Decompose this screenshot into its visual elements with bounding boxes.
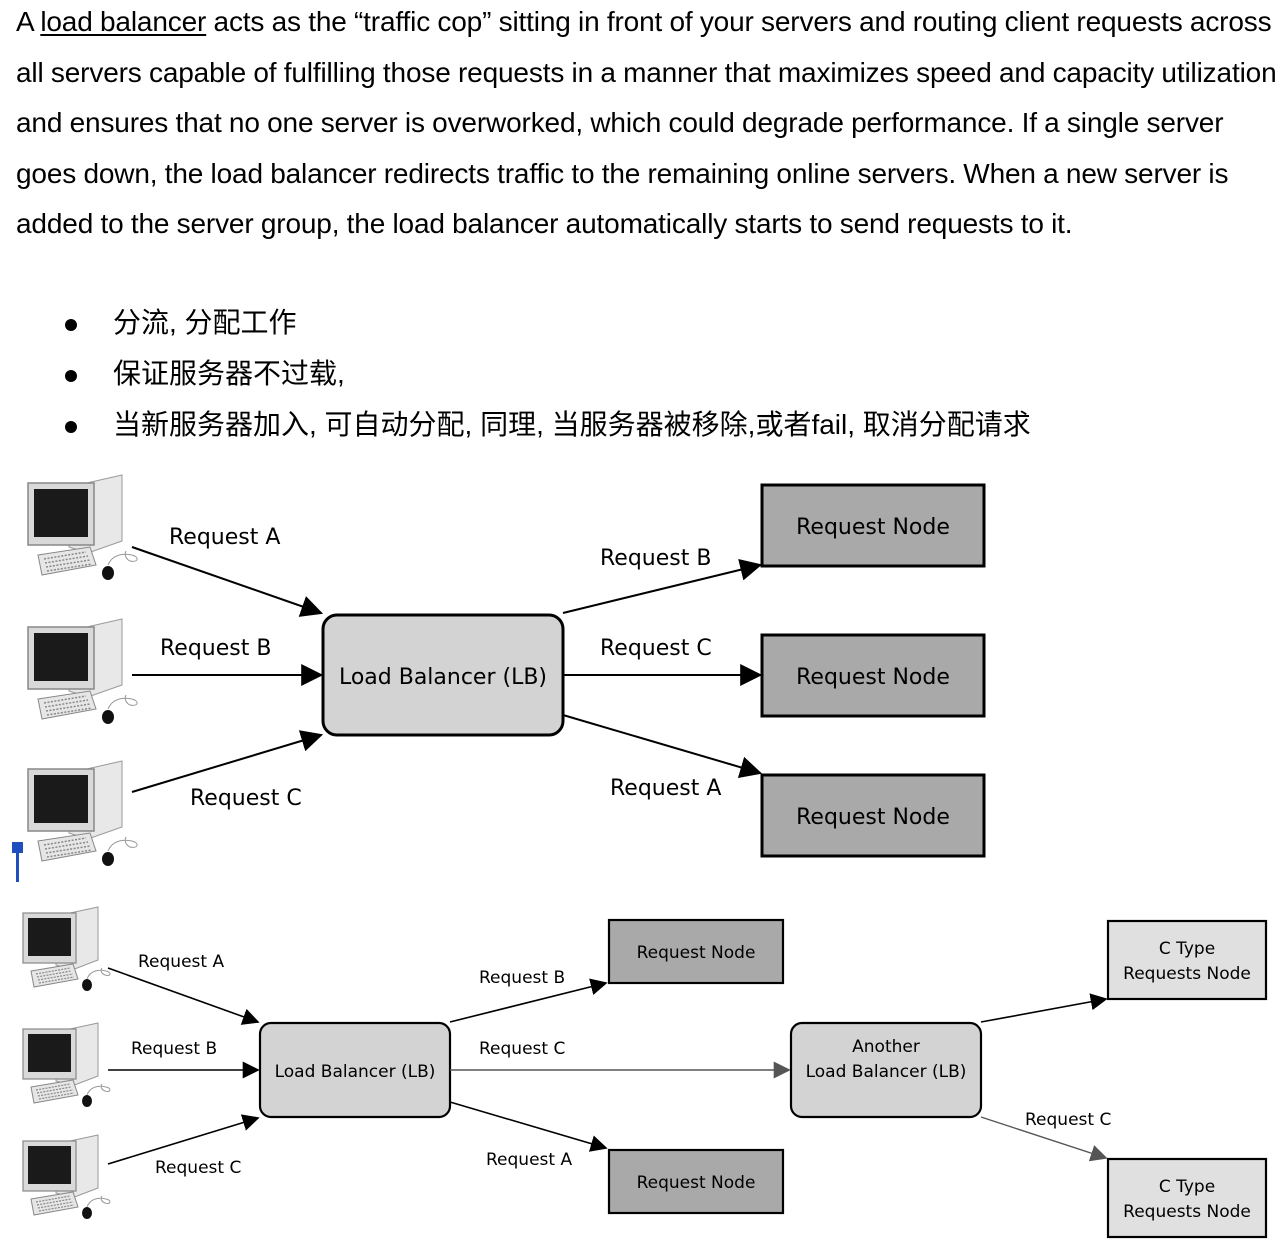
input-label-c: Request C <box>155 1158 241 1178</box>
output-label-b: Request B <box>479 968 565 988</box>
another-lb-line1: Another <box>852 1037 920 1057</box>
output-label-c: Request C <box>600 636 712 661</box>
arrow-c-top <box>980 993 1108 1023</box>
c-type-node-line2: Requests Node <box>1123 1202 1251 1222</box>
c-type-node-line2: Requests Node <box>1123 964 1251 984</box>
request-node-box <box>760 483 986 568</box>
computer-icon <box>27 760 138 867</box>
input-label-a: Request A <box>138 952 224 972</box>
input-label-a: Request A <box>169 525 280 550</box>
arrow-request-c <box>107 1114 260 1165</box>
c-type-node-line1: C Type <box>1159 1177 1215 1197</box>
c-request-label: Request C <box>1025 1110 1111 1130</box>
output-label-a: Request A <box>486 1150 572 1170</box>
another-lb-line2: Load Balancer (LB) <box>806 1062 967 1082</box>
computer-icon <box>27 474 138 581</box>
load-balancer-diagram: Request A Request B Request C Load Balan… <box>27 474 986 867</box>
client-computer-c <box>27 760 138 867</box>
bullet-text: 当新服务器加入, 可自动分配, 同理, 当服务器被移除,或者fail, 取消分配… <box>113 409 1031 440</box>
arrow-output-a <box>449 1101 608 1152</box>
request-node-label: Request Node <box>637 1173 756 1193</box>
bullet-list: 分流, 分配工作 保证服务器不过载, 当新服务器加入, 可自动分配, 同理, 当… <box>0 297 1288 450</box>
output-label-a: Request A <box>610 776 721 801</box>
bullet-dot-icon <box>65 421 77 433</box>
arrow-output-b <box>449 978 608 1023</box>
arrow-output-a <box>562 714 763 778</box>
load-balancer-label: Load Balancer (LB) <box>339 665 547 690</box>
client-computer-b <box>27 618 138 725</box>
load-balancer-link[interactable]: load balancer <box>40 6 207 37</box>
request-node-box <box>607 1148 785 1215</box>
bullet-text: 分流, 分配工作 <box>113 307 297 338</box>
arrow-request-c <box>131 730 324 793</box>
text-cursor-icon[interactable] <box>12 842 24 882</box>
request-node-box <box>607 918 785 985</box>
bullet-item: 分流, 分配工作 <box>0 297 1288 348</box>
computer-icon <box>27 618 138 725</box>
bullet-text: 保证服务器不过载, <box>113 358 345 389</box>
bullet-item: 保证服务器不过载, <box>0 348 1288 399</box>
client-computer-c <box>22 1134 111 1220</box>
load-balancer-label: Load Balancer (LB) <box>275 1062 436 1082</box>
paragraph-prefix: A <box>16 6 41 37</box>
client-computer-b <box>22 1022 111 1108</box>
output-label-c: Request C <box>479 1039 565 1059</box>
arrow-request-a <box>107 967 260 1025</box>
c-type-node-box <box>1106 1157 1268 1239</box>
arrow-output-b <box>562 558 763 614</box>
paragraph-body: acts as the “traffic cop” sitting in fro… <box>16 6 1277 240</box>
request-node-label: Request Node <box>637 943 756 963</box>
arrow-request-a <box>131 546 324 617</box>
client-computer-a <box>22 906 111 992</box>
client-computer-a <box>27 474 138 581</box>
request-node-box <box>760 773 986 858</box>
arrow-c-bottom <box>980 1116 1108 1162</box>
bullet-item: 当新服务器加入, 可自动分配, 同理, 当服务器被移除,或者fail, 取消分配… <box>0 399 1288 450</box>
c-type-node-box <box>1106 919 1268 1001</box>
c-type-node-line1: C Type <box>1159 939 1215 959</box>
request-node-label: Request Node <box>796 515 950 540</box>
computer-icon <box>22 1134 111 1220</box>
request-node-label: Request Node <box>796 665 950 690</box>
computer-icon <box>22 1022 111 1108</box>
bullet-dot-icon <box>65 319 77 331</box>
another-load-balancer-box <box>789 1021 983 1119</box>
input-label-b: Request B <box>160 636 271 661</box>
computer-icon <box>22 906 111 992</box>
multi-load-balancer-diagram: Request A Request B Request C Load Balan… <box>22 906 1268 1239</box>
bullet-dot-icon <box>65 370 77 382</box>
input-label-b: Request B <box>131 1039 217 1059</box>
request-node-label: Request Node <box>796 805 950 830</box>
output-label-b: Request B <box>600 546 711 571</box>
input-label-c: Request C <box>190 786 302 811</box>
intro-paragraph: A load balancer acts as the “traffic cop… <box>16 0 1281 250</box>
request-node-box <box>760 633 986 718</box>
